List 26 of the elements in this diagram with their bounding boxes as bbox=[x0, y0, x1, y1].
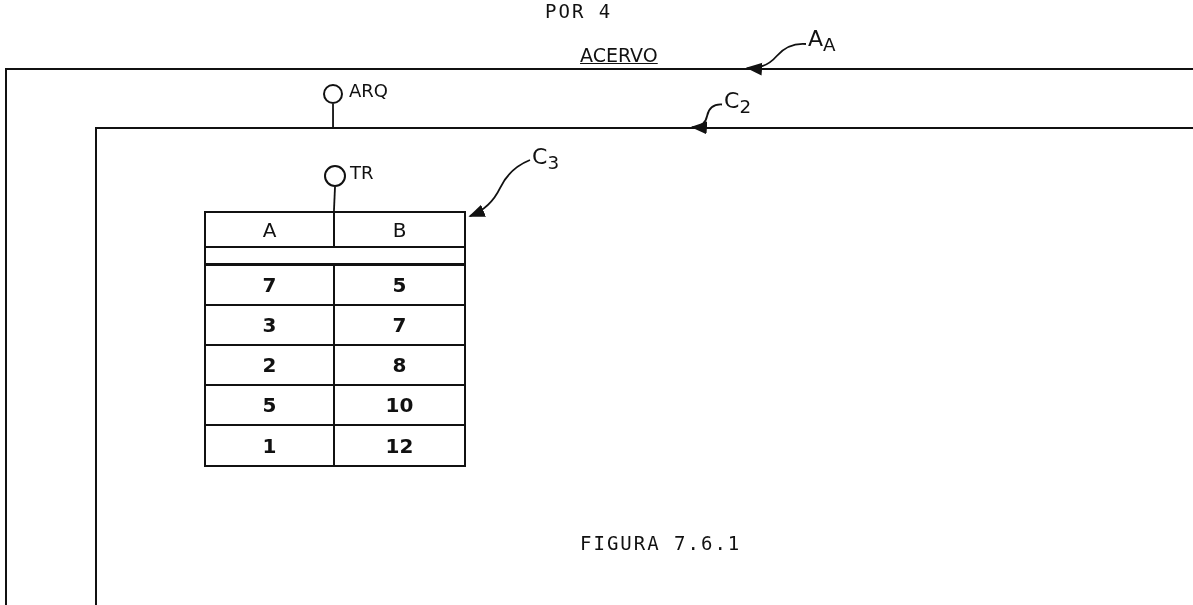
circle-label: TR bbox=[350, 162, 374, 183]
callout-label: C$_{3}$ bbox=[532, 144, 566, 176]
column-header: B bbox=[391, 216, 408, 244]
table-cell: 8 bbox=[335, 346, 464, 386]
figure-caption: FIGURA 7.6.1 bbox=[580, 532, 742, 554]
table-cell: 5 bbox=[206, 386, 335, 426]
table-cell: 7 bbox=[335, 306, 464, 346]
table-cell: 3 bbox=[206, 306, 335, 346]
circle-label: ARQ bbox=[349, 80, 388, 101]
frame-title: ACERVO bbox=[580, 44, 658, 66]
table-cell-text: 12 bbox=[384, 432, 415, 460]
data-table bbox=[204, 211, 466, 467]
leader-arrow bbox=[468, 159, 531, 217]
column-header: A bbox=[206, 213, 335, 246]
table-cell: 2 bbox=[206, 346, 335, 386]
table-cell: 7 bbox=[206, 266, 335, 306]
callout-label: A$_{A}$ bbox=[808, 26, 842, 56]
connector-line bbox=[333, 186, 336, 212]
table-cell: 5 bbox=[335, 266, 464, 306]
callout-label: C$_{2}$ bbox=[724, 88, 758, 118]
leader-arrow bbox=[745, 42, 807, 76]
connector-line bbox=[332, 103, 334, 128]
table-cell: 10 bbox=[335, 386, 464, 426]
table-cell: 1 bbox=[206, 426, 335, 465]
inner-frame bbox=[95, 127, 1193, 605]
page-text: POR 4 bbox=[545, 0, 613, 22]
